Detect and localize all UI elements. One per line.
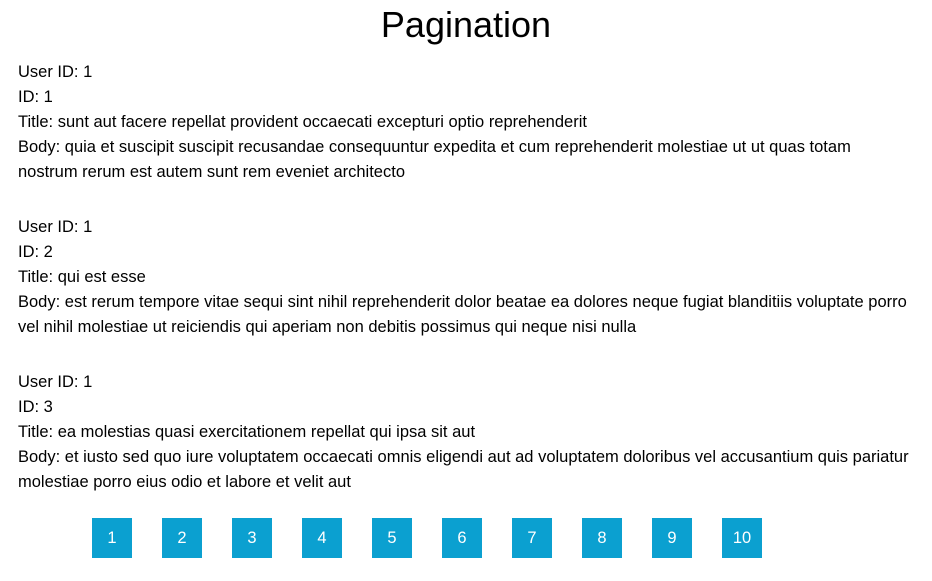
pagination: 1 2 3 4 5 6 7 8 9 10 (92, 518, 762, 558)
post-user-id: User ID: 1 (18, 218, 93, 236)
post-body: Body: quia et suscipit suscipit recusand… (18, 138, 851, 181)
page-button-1[interactable]: 1 (92, 518, 132, 558)
post-id: ID: 3 (18, 398, 53, 416)
post-item: User ID: 1 ID: 2 Title: qui est esse Bod… (18, 215, 913, 340)
page-button-8[interactable]: 8 (582, 518, 622, 558)
page-button-3[interactable]: 3 (232, 518, 272, 558)
page-title: Pagination (380, 4, 552, 45)
post-item: User ID: 1 ID: 3 Title: ea molestias qua… (18, 370, 913, 495)
page-button-5[interactable]: 5 (372, 518, 412, 558)
post-title: Title: qui est esse (18, 268, 146, 286)
post-id: ID: 1 (18, 88, 53, 106)
page-button-6[interactable]: 6 (442, 518, 482, 558)
post-body: Body: et iusto sed quo iure voluptatem o… (18, 448, 909, 491)
post-user-id: User ID: 1 (18, 373, 93, 391)
page-button-9[interactable]: 9 (652, 518, 692, 558)
post-id: ID: 2 (18, 243, 53, 261)
post-title: Title: ea molestias quasi exercitationem… (18, 423, 476, 441)
page-button-10[interactable]: 10 (722, 518, 762, 558)
page-button-2[interactable]: 2 (162, 518, 202, 558)
post-item: User ID: 1 ID: 1 Title: sunt aut facere … (18, 60, 913, 185)
page-button-4[interactable]: 4 (302, 518, 342, 558)
post-body: Body: est rerum tempore vitae sequi sint… (18, 293, 907, 336)
post-list: User ID: 1 ID: 1 Title: sunt aut facere … (18, 60, 913, 525)
post-user-id: User ID: 1 (18, 63, 93, 81)
post-title: Title: sunt aut facere repellat providen… (18, 113, 587, 131)
page-button-7[interactable]: 7 (512, 518, 552, 558)
